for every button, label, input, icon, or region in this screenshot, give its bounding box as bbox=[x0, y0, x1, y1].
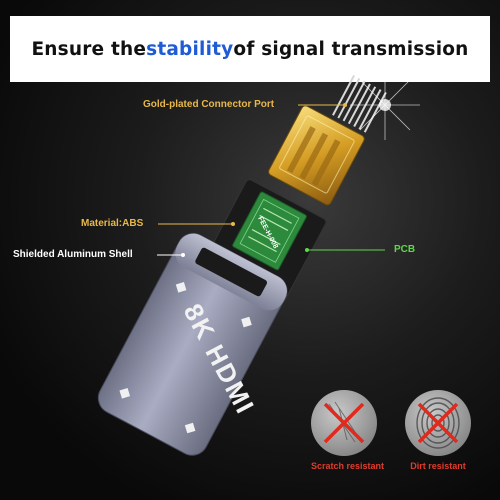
headline-text-after: of signal transmission bbox=[233, 38, 469, 60]
headline-banner: Ensure the stability of signal transmiss… bbox=[10, 16, 490, 82]
headline-text-before: Ensure the bbox=[31, 38, 147, 60]
pcb-board bbox=[232, 191, 307, 271]
headline-accent: stability bbox=[146, 38, 234, 60]
gold-connector bbox=[268, 105, 365, 206]
scratch-resistant-badge bbox=[311, 390, 377, 456]
dirt-resistant-badge bbox=[405, 390, 471, 456]
fingerprint-icon bbox=[416, 397, 460, 449]
connector-port-label: Gold-plated Connector Port bbox=[143, 99, 275, 110]
scratch-resistant-label: Scratch resistant bbox=[311, 461, 385, 471]
shell-label: Shielded Aluminum Shell bbox=[13, 249, 133, 260]
pcb-label: PCB bbox=[394, 244, 416, 255]
material-label: Material:ABS bbox=[81, 218, 144, 229]
scratch-icon bbox=[323, 401, 365, 444]
dirt-resistant-label: Dirt resistant bbox=[410, 461, 466, 471]
connector-pins bbox=[332, 75, 387, 133]
aluminum-shell bbox=[97, 233, 288, 456]
